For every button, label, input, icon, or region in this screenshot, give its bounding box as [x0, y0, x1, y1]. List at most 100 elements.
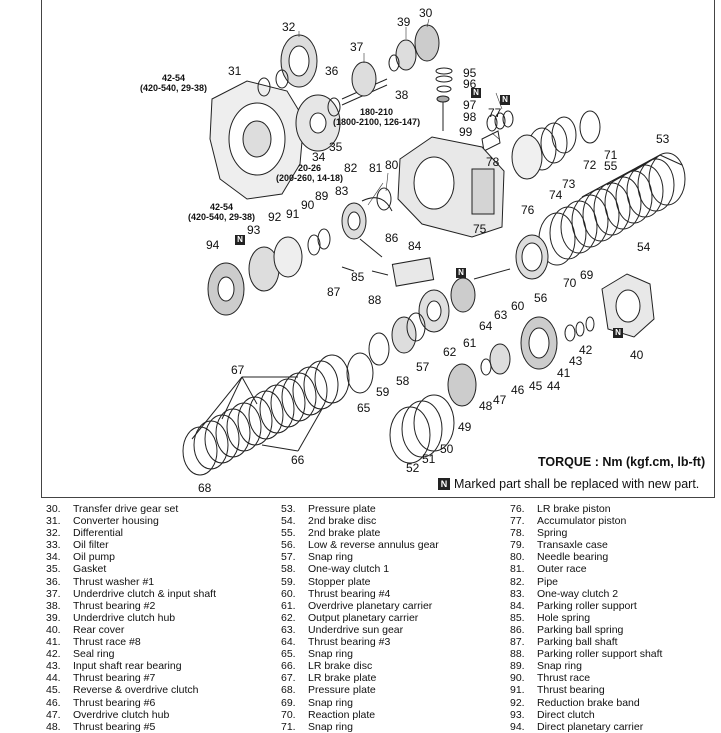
legend-item-number: 43. [46, 660, 61, 673]
legend-item-name: Underdrive clutch hub [73, 611, 176, 624]
callout-38: 38 [395, 88, 409, 102]
legend-item: 40.Rear cover [46, 624, 216, 636]
legend-item-number: 41. [46, 636, 61, 649]
legend-item-number: 65. [281, 648, 296, 661]
callout-44: 44 [547, 379, 561, 393]
callout-80: 80 [385, 158, 399, 172]
legend-item-number: 87. [510, 636, 525, 649]
new-part-marker: N [471, 88, 481, 98]
legend-item-number: 71. [281, 720, 296, 733]
callout-97: 97 [463, 98, 477, 112]
callout-37: 37 [350, 40, 364, 54]
legend-item-number: 84. [510, 599, 525, 612]
legend-item: 79.Transaxle case [510, 539, 662, 551]
exploded-diagram: 30 32 39 37 31 36 38 95 96 97 98 99 77 3… [41, 0, 715, 498]
callout-92: 92 [268, 210, 282, 224]
callout-86: 86 [385, 231, 399, 245]
legend-item-name: Seal ring [73, 648, 115, 661]
legend-item-name: Thrust bearing [537, 684, 605, 697]
callout-53: 53 [656, 132, 670, 146]
callout-77: 77 [488, 106, 502, 120]
legend-item: 92. Reduction brake band [510, 697, 662, 709]
callout-78: 78 [486, 155, 500, 169]
legend-item-number: 34. [46, 551, 61, 564]
legend-item: 66.LR brake disc [281, 660, 439, 672]
new-part-marker: N [235, 235, 245, 245]
legend-item: 67. LR brake plate [281, 672, 439, 684]
legend-item: 60.Thrust bearing #4 [281, 588, 439, 600]
legend-item-name: LR brake plate [308, 672, 377, 685]
legend-item-name: Low & reverse annulus gear [308, 539, 439, 552]
legend-item-number: 85. [510, 611, 525, 624]
legend-item: 45.Reverse & overdrive clutch [46, 684, 216, 696]
legend-item-name: Snap ring [308, 696, 353, 709]
callout-49: 49 [458, 420, 472, 434]
legend-item-number: 55. [281, 527, 296, 540]
legend-item-number: 81. [510, 563, 525, 576]
legend-item-number: 69. [281, 696, 296, 709]
legend-item: 90.Thrust race [510, 672, 662, 684]
legend-item-name: Gasket [73, 563, 107, 576]
legend-item-name: Overdrive clutch hub [73, 708, 170, 721]
callout-43: 43 [569, 354, 583, 368]
legend-item: 57.Snap ring [281, 551, 439, 563]
legend-item: 81.Outer race [510, 563, 662, 575]
legend-item-number: 67. [281, 672, 296, 685]
callout-88: 88 [368, 293, 382, 307]
callout-41: 41 [557, 366, 571, 380]
callout-50: 50 [440, 442, 454, 456]
legend-item-name: Oil filter [73, 539, 109, 552]
legend-item: 55. 2nd brake plate [281, 527, 439, 539]
callout-63: 63 [494, 308, 508, 322]
legend-item: 53.Pressure plate [281, 503, 439, 515]
legend-item-number: 76. [510, 503, 525, 515]
transaxle-parts-illustration [182, 18, 686, 476]
legend-item-number: 80. [510, 551, 525, 564]
legend-item-name: Thrust bearing #4 [308, 587, 391, 600]
callout-66: 66 [291, 453, 305, 467]
callout-57: 57 [416, 360, 430, 374]
legend-item: 33.Oil filter [46, 539, 216, 551]
callout-48: 48 [479, 399, 493, 413]
legend-item-name: Reduction brake band [537, 696, 640, 709]
legend-item: 83.One-way clutch 2 [510, 588, 662, 600]
callout-31: 31 [228, 64, 242, 78]
legend-item-number: 31. [46, 515, 61, 528]
legend-item-number: 94. [510, 720, 525, 733]
callout-56: 56 [534, 291, 548, 305]
legend-item-number: 86. [510, 623, 525, 636]
legend-item-number: 59. [281, 575, 296, 588]
legend-item: 84. Parking roller support [510, 600, 662, 612]
legend-item: 85.Hole spring [510, 612, 662, 624]
legend-item-number: 92. [510, 696, 525, 709]
legend-item-name: Underdrive clutch & input shaft [73, 587, 216, 600]
legend-item: 31.Converter housing [46, 515, 216, 527]
legend-item-name: Reaction plate [308, 708, 376, 721]
legend-item-number: 83. [510, 587, 525, 600]
legend-item-name: Parking roller support [537, 599, 637, 612]
legend-item: 88.Parking roller support shaft [510, 648, 662, 660]
new-part-marker: N [500, 95, 510, 105]
legend-item-name: 2nd brake plate [308, 527, 381, 540]
callout-36: 36 [325, 64, 339, 78]
callout-83: 83 [335, 184, 349, 198]
legend-item: 42.Seal ring [46, 648, 216, 660]
legend-item-name: Needle bearing [537, 551, 609, 564]
legend-item-name: Output planetary carrier [308, 611, 419, 624]
callout-58: 58 [396, 374, 410, 388]
legend-item-number: 91. [510, 684, 525, 697]
legend-item-number: 46. [46, 696, 61, 709]
callout-69: 69 [580, 268, 594, 282]
new-part-marker: N [438, 478, 450, 490]
legend-item-name: Underdrive sun gear [308, 623, 404, 636]
legend-item-name: Snap ring [537, 660, 582, 673]
callout-60: 60 [511, 299, 525, 313]
callout-45: 45 [529, 379, 543, 393]
legend-item-number: 36. [46, 575, 61, 588]
legend-item-name: LR brake piston [537, 503, 611, 515]
legend-item: 65.Snap ring [281, 648, 439, 660]
legend-item-number: 39. [46, 611, 61, 624]
legend-item-number: 61. [281, 599, 296, 612]
legend-item: 76. LR brake piston [510, 503, 662, 515]
